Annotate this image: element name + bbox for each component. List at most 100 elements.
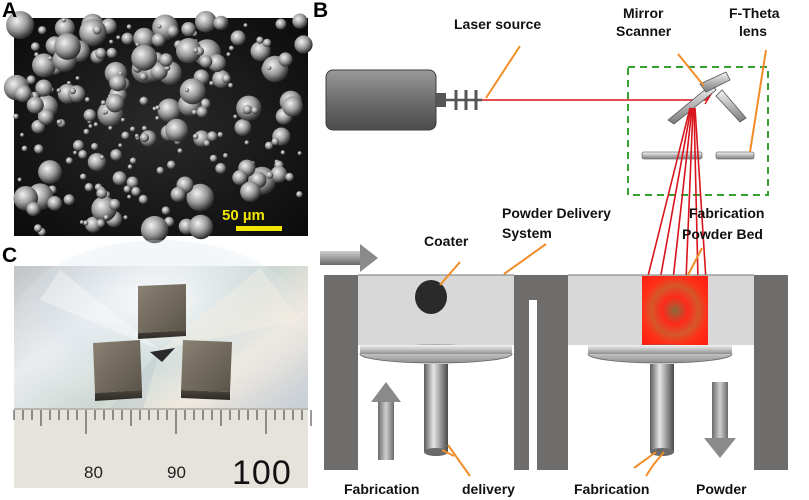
powder-particle [6, 11, 35, 39]
powder-particle [73, 150, 78, 155]
powder-particle [121, 117, 125, 122]
label-powder-delivery-line2: System [502, 225, 552, 241]
powder-particle [179, 78, 206, 105]
powder-particle [83, 109, 97, 122]
powder-particle [79, 18, 107, 46]
powder-particle [271, 137, 280, 146]
powder-particle [56, 88, 61, 93]
fabrication-down-arrow [704, 382, 736, 458]
powder-particle [56, 119, 62, 125]
fabrication-platform [587, 344, 733, 456]
coater-direction-arrow [320, 244, 378, 272]
powder-particle [38, 160, 62, 184]
coater-roller [415, 280, 447, 314]
powder-particle [242, 104, 253, 115]
powder-particle [203, 140, 211, 147]
powder-particle [142, 125, 147, 131]
powder-particle [20, 132, 25, 137]
powder-particle [109, 74, 127, 92]
melt-pool [642, 276, 708, 345]
powder-particle [121, 32, 134, 45]
scale-bar [236, 226, 282, 231]
powder-particle [217, 131, 224, 138]
powder-particle [155, 105, 160, 110]
laser-source [325, 69, 482, 131]
panel-letter-b: B [313, 0, 329, 22]
label-coater: Coater [424, 233, 469, 249]
powder-particle [139, 72, 148, 81]
delivery-up-arrow [371, 382, 401, 460]
powder-particle [69, 87, 77, 95]
powder-particle [186, 183, 214, 212]
powder-particle [275, 18, 287, 30]
powder-particle [108, 126, 113, 131]
powder-particle [161, 206, 170, 215]
delivery-platform [359, 344, 513, 456]
powder-particle [68, 85, 86, 103]
powder-particle [95, 47, 107, 59]
powder-particle [127, 194, 132, 199]
cube-left [93, 340, 142, 401]
ruler: 80 90 100 [13, 408, 312, 492]
powder-particle [84, 183, 94, 192]
ruler-mark-80: 80 [84, 463, 103, 482]
powder-particle [209, 81, 214, 86]
powder-particle [112, 171, 127, 186]
powder-particle [139, 96, 149, 106]
powder-particle [32, 53, 56, 78]
label-laser-source: Laser source [454, 16, 541, 32]
powder-particle [138, 194, 148, 204]
right-wall [754, 275, 788, 470]
left-wall [324, 275, 358, 470]
powder-particle [33, 224, 42, 233]
label-fab-bed-line2: Powder Bed [682, 226, 763, 242]
powder-particle [99, 155, 105, 160]
powder-particle [38, 26, 47, 35]
powder-particle [177, 148, 183, 154]
powder-particle [156, 166, 164, 175]
powder-particle [151, 33, 166, 47]
powder-particle [105, 93, 125, 113]
powder-particle [104, 109, 109, 115]
label-fabrication-left: Fabrication [344, 481, 419, 497]
powder-particle [193, 47, 199, 54]
powder-particle [110, 149, 122, 161]
powder-particle [21, 145, 28, 152]
panel-letter-a: A [2, 0, 18, 22]
powder-particle [109, 39, 114, 44]
powder-particle [96, 219, 105, 228]
sem-micrograph: 50 µm [3, 10, 313, 244]
powder-particle [184, 88, 190, 93]
powder-particle [256, 36, 264, 44]
powder-particle [92, 25, 102, 35]
powder-particle [26, 202, 41, 217]
cube-top [138, 284, 186, 339]
powder-particle [26, 96, 44, 114]
powder-particle [139, 133, 150, 143]
label-ftheta-line2: lens [739, 23, 767, 39]
powder-particle [207, 131, 218, 142]
powder-particle [270, 165, 288, 183]
powder-particle [106, 47, 118, 59]
powder-particle [157, 98, 181, 122]
powder-particle [264, 141, 274, 150]
powder-particle [195, 10, 217, 33]
powder-particle [166, 25, 179, 38]
powder-particle [181, 22, 196, 37]
powder-particle [159, 53, 173, 67]
powder-particle [292, 13, 308, 29]
label-fab-bed-line1: Fabrication [689, 205, 764, 221]
powder-particle [65, 157, 73, 165]
panel-letter-c: C [2, 244, 18, 267]
slm-schematic: Laser source Mirror Scanner F-Theta lens… [320, 5, 788, 497]
label-fabrication-right: Fabrication [574, 481, 649, 497]
powder-particle [131, 186, 141, 197]
powder-particle [121, 131, 130, 140]
powder-particle [135, 42, 140, 47]
powder-particle [208, 54, 226, 72]
powder-particle [294, 35, 313, 54]
sample-photo: 80 90 100 [10, 240, 312, 492]
powder-particle [233, 114, 238, 119]
powder-particle [232, 170, 248, 186]
